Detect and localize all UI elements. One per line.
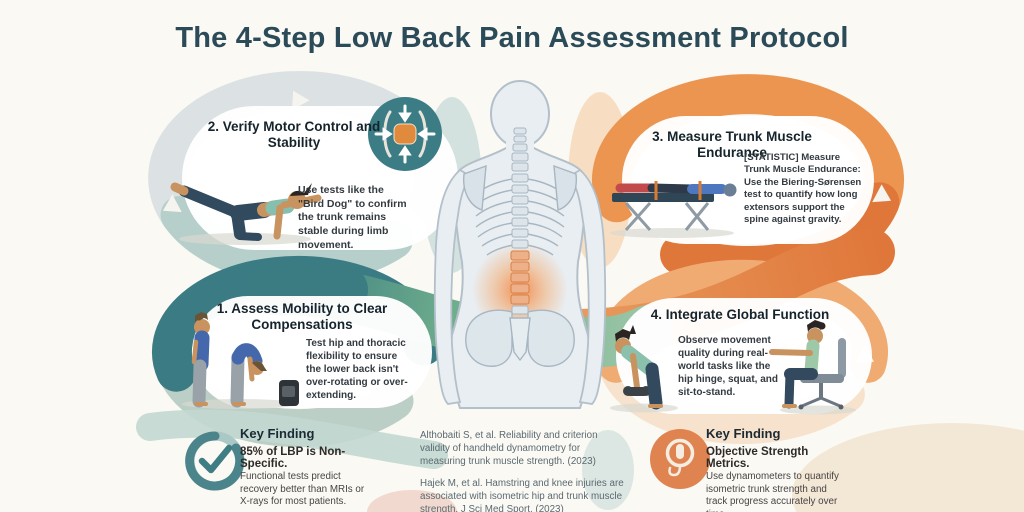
step-4-title: 4. Integrate Global Function <box>650 307 830 322</box>
key-finding-right-heading: Key Finding <box>706 426 781 441</box>
key-finding-right: Key Finding Objective Strength Metrics. … <box>706 426 848 512</box>
step-2-title: 2. Verify Motor Control and Stability <box>207 119 381 151</box>
core-compression-icon <box>368 97 442 171</box>
key-finding-left-body: Functional tests predict recovery better… <box>240 471 365 508</box>
page-title: The 4-Step Low Back Pain Assessment Prot… <box>175 22 849 54</box>
pelvis <box>465 309 575 367</box>
scapulae <box>463 164 577 211</box>
key-finding-left-heading: Key Finding <box>240 426 315 441</box>
dynamometer-icon <box>650 429 710 489</box>
step-3-body: [STATISTIC] Measure Trunk Muscle Enduran… <box>744 152 862 226</box>
step-4-card: 4. Integrate Global Function <box>640 307 840 323</box>
forward-fold-figure <box>182 312 299 409</box>
step-1-card: 1. Assess Mobility to Clear Compensation… <box>198 301 406 334</box>
step-3-card: 3. Measure Trunk Muscle Endurance <box>618 129 846 162</box>
step-1-body: Test hip and thoracic flexibility to ens… <box>306 338 408 401</box>
spine-illustration <box>510 127 530 315</box>
sorensen-test-figure <box>610 181 737 238</box>
key-finding-right-body: Use dynamometers to quantify isometric t… <box>706 471 839 512</box>
sit-to-stand-figure <box>769 320 856 415</box>
citations-block: Althobaiti S, et al. Reliability and cri… <box>420 430 628 512</box>
step-4-body: Observe movement quality during real-wor… <box>678 335 778 398</box>
hip-hinge-figure <box>610 325 678 413</box>
step-1-title: 1. Assess Mobility to Clear Compensation… <box>216 301 388 333</box>
key-finding-right-stat: Objective Strength Metrics. <box>706 446 809 470</box>
bird-dog-figure <box>170 182 322 245</box>
anatomy-back-illustration <box>433 80 607 409</box>
step-2-body: Use tests like the "Bird Dog" to confirm… <box>298 184 407 251</box>
step-2-card: 2. Verify Motor Control and Stability <box>196 119 392 152</box>
citation-2: Hajek M, et al. Hamstring and knee injur… <box>420 477 624 512</box>
key-finding-left-stat: 85% of LBP is Non-Specific. <box>240 446 346 470</box>
key-finding-left: Key Finding 85% of LBP is Non-Specific. … <box>240 426 366 509</box>
step-3-title: 3. Measure Trunk Muscle Endurance <box>652 129 812 161</box>
citation-1: Althobaiti S, et al. Reliability and cri… <box>420 430 598 467</box>
check-ring-icon <box>185 431 245 491</box>
